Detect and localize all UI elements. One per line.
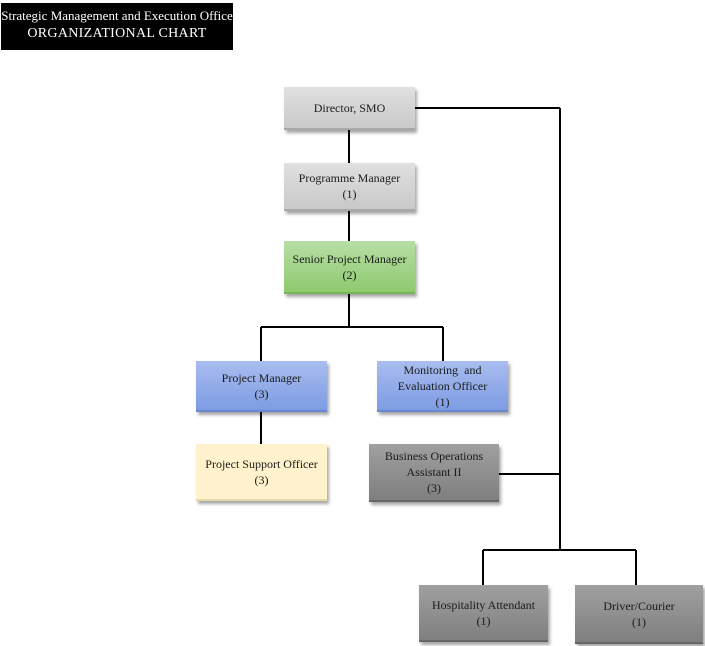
node-title: Programme Manager [298,171,401,185]
node-title: Monitoring and Evaluation Officer [397,362,488,393]
node-project-manager: Project Manager (3) [196,361,327,412]
node-business-operations-assistant: Business Operations Assistant II (3) [369,444,499,502]
node-count: (1) [632,614,646,629]
node-title: Project Manager [221,370,302,385]
node-count: (3) [427,481,441,495]
node-driver-courier: Driver/Courier (1) [575,585,703,644]
node-director-smo: Director, SMO [284,87,415,130]
node-count: (3) [254,386,269,401]
office-name: Strategic Management and Execution Offic… [1,8,233,23]
node-title: Hospitality Attendant [432,597,535,612]
node-count: (2) [342,267,357,282]
chart-title: ORGANIZATIONAL CHART [27,26,207,41]
node-count: (1) [435,394,450,409]
node-title: Project Support Officer [205,456,318,471]
node-senior-project-manager: Senior Project Manager (2) [284,241,415,294]
node-project-support-officer: Project Support Officer (3) [196,444,327,501]
node-title: Driver/Courier [603,598,675,613]
node-count: (3) [254,472,269,487]
node-title: Senior Project Manager [292,251,407,266]
node-programme-manager: Programme Manager (1) [284,163,415,211]
node-title: Director, SMO [313,100,386,115]
node-count: (1) [342,187,357,201]
node-count: (1) [476,613,491,628]
chart-title-banner: Strategic Management and Execution Offic… [1,3,233,50]
node-hospitality-attendant: Hospitality Attendant (1) [419,585,548,642]
node-title: Business Operations Assistant II [384,449,484,479]
node-monitoring-evaluation-officer: Monitoring and Evaluation Officer (1) [377,361,508,412]
